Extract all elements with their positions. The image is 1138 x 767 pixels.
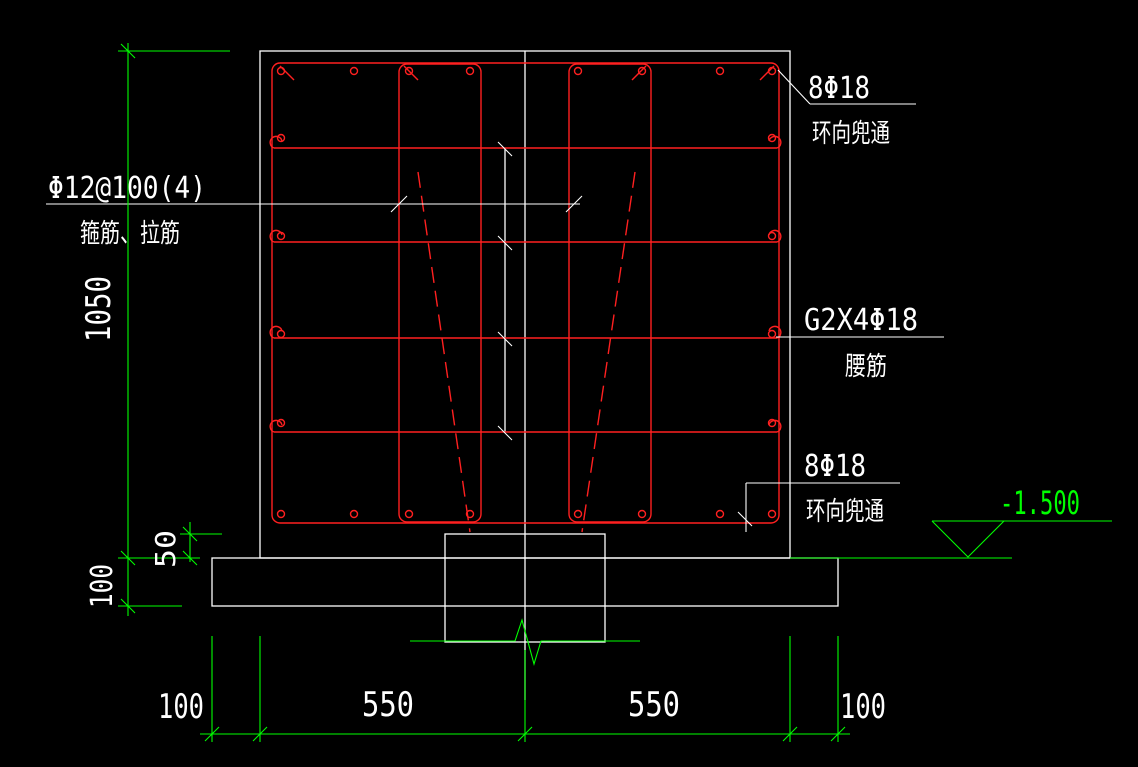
inner-stirrup-right bbox=[568, 63, 652, 523]
height-cover-label: 50 bbox=[149, 530, 182, 568]
side-bar-spec-label: G2X4Φ18 bbox=[804, 303, 918, 338]
stirrup-desc-label: 箍筋、拉筋 bbox=[80, 219, 180, 249]
width-left-label: 550 bbox=[362, 685, 414, 725]
stirrup-spec-label: Φ12@100(4) bbox=[48, 171, 206, 206]
bottom-bar-desc-label: 环向兜通 bbox=[806, 497, 884, 527]
inclined-bar-left bbox=[417, 171, 471, 533]
top-bar-spec-label: 8Φ18 bbox=[808, 71, 870, 106]
height-base-label: 100 bbox=[85, 564, 120, 608]
bottom-bar-spec-label: 8Φ18 bbox=[804, 449, 866, 484]
side-bar-desc-label: 腰筋 bbox=[845, 352, 887, 382]
leader-lines bbox=[46, 69, 944, 532]
width-right-edge-label: 100 bbox=[840, 687, 886, 727]
bottom-longitudinal-bars bbox=[276, 509, 777, 519]
width-left-edge-label: 100 bbox=[158, 687, 204, 727]
height-main-label: 1050 bbox=[79, 276, 119, 342]
tie-hooks bbox=[269, 135, 782, 433]
rebar-cage bbox=[269, 62, 782, 533]
width-right-label: 550 bbox=[628, 685, 680, 725]
outer-stirrup bbox=[271, 62, 780, 524]
inner-stirrup-left bbox=[398, 63, 482, 523]
side-bars bbox=[276, 133, 777, 428]
concrete-outline bbox=[211, 50, 839, 700]
inclined-bar-right bbox=[581, 171, 636, 533]
dimension-lines bbox=[118, 43, 1112, 742]
break-line bbox=[410, 618, 640, 666]
top-longitudinal-bars bbox=[276, 66, 777, 76]
elevation-label: -1.500 bbox=[1000, 484, 1080, 522]
top-bar-desc-label: 环向兜通 bbox=[812, 119, 890, 149]
